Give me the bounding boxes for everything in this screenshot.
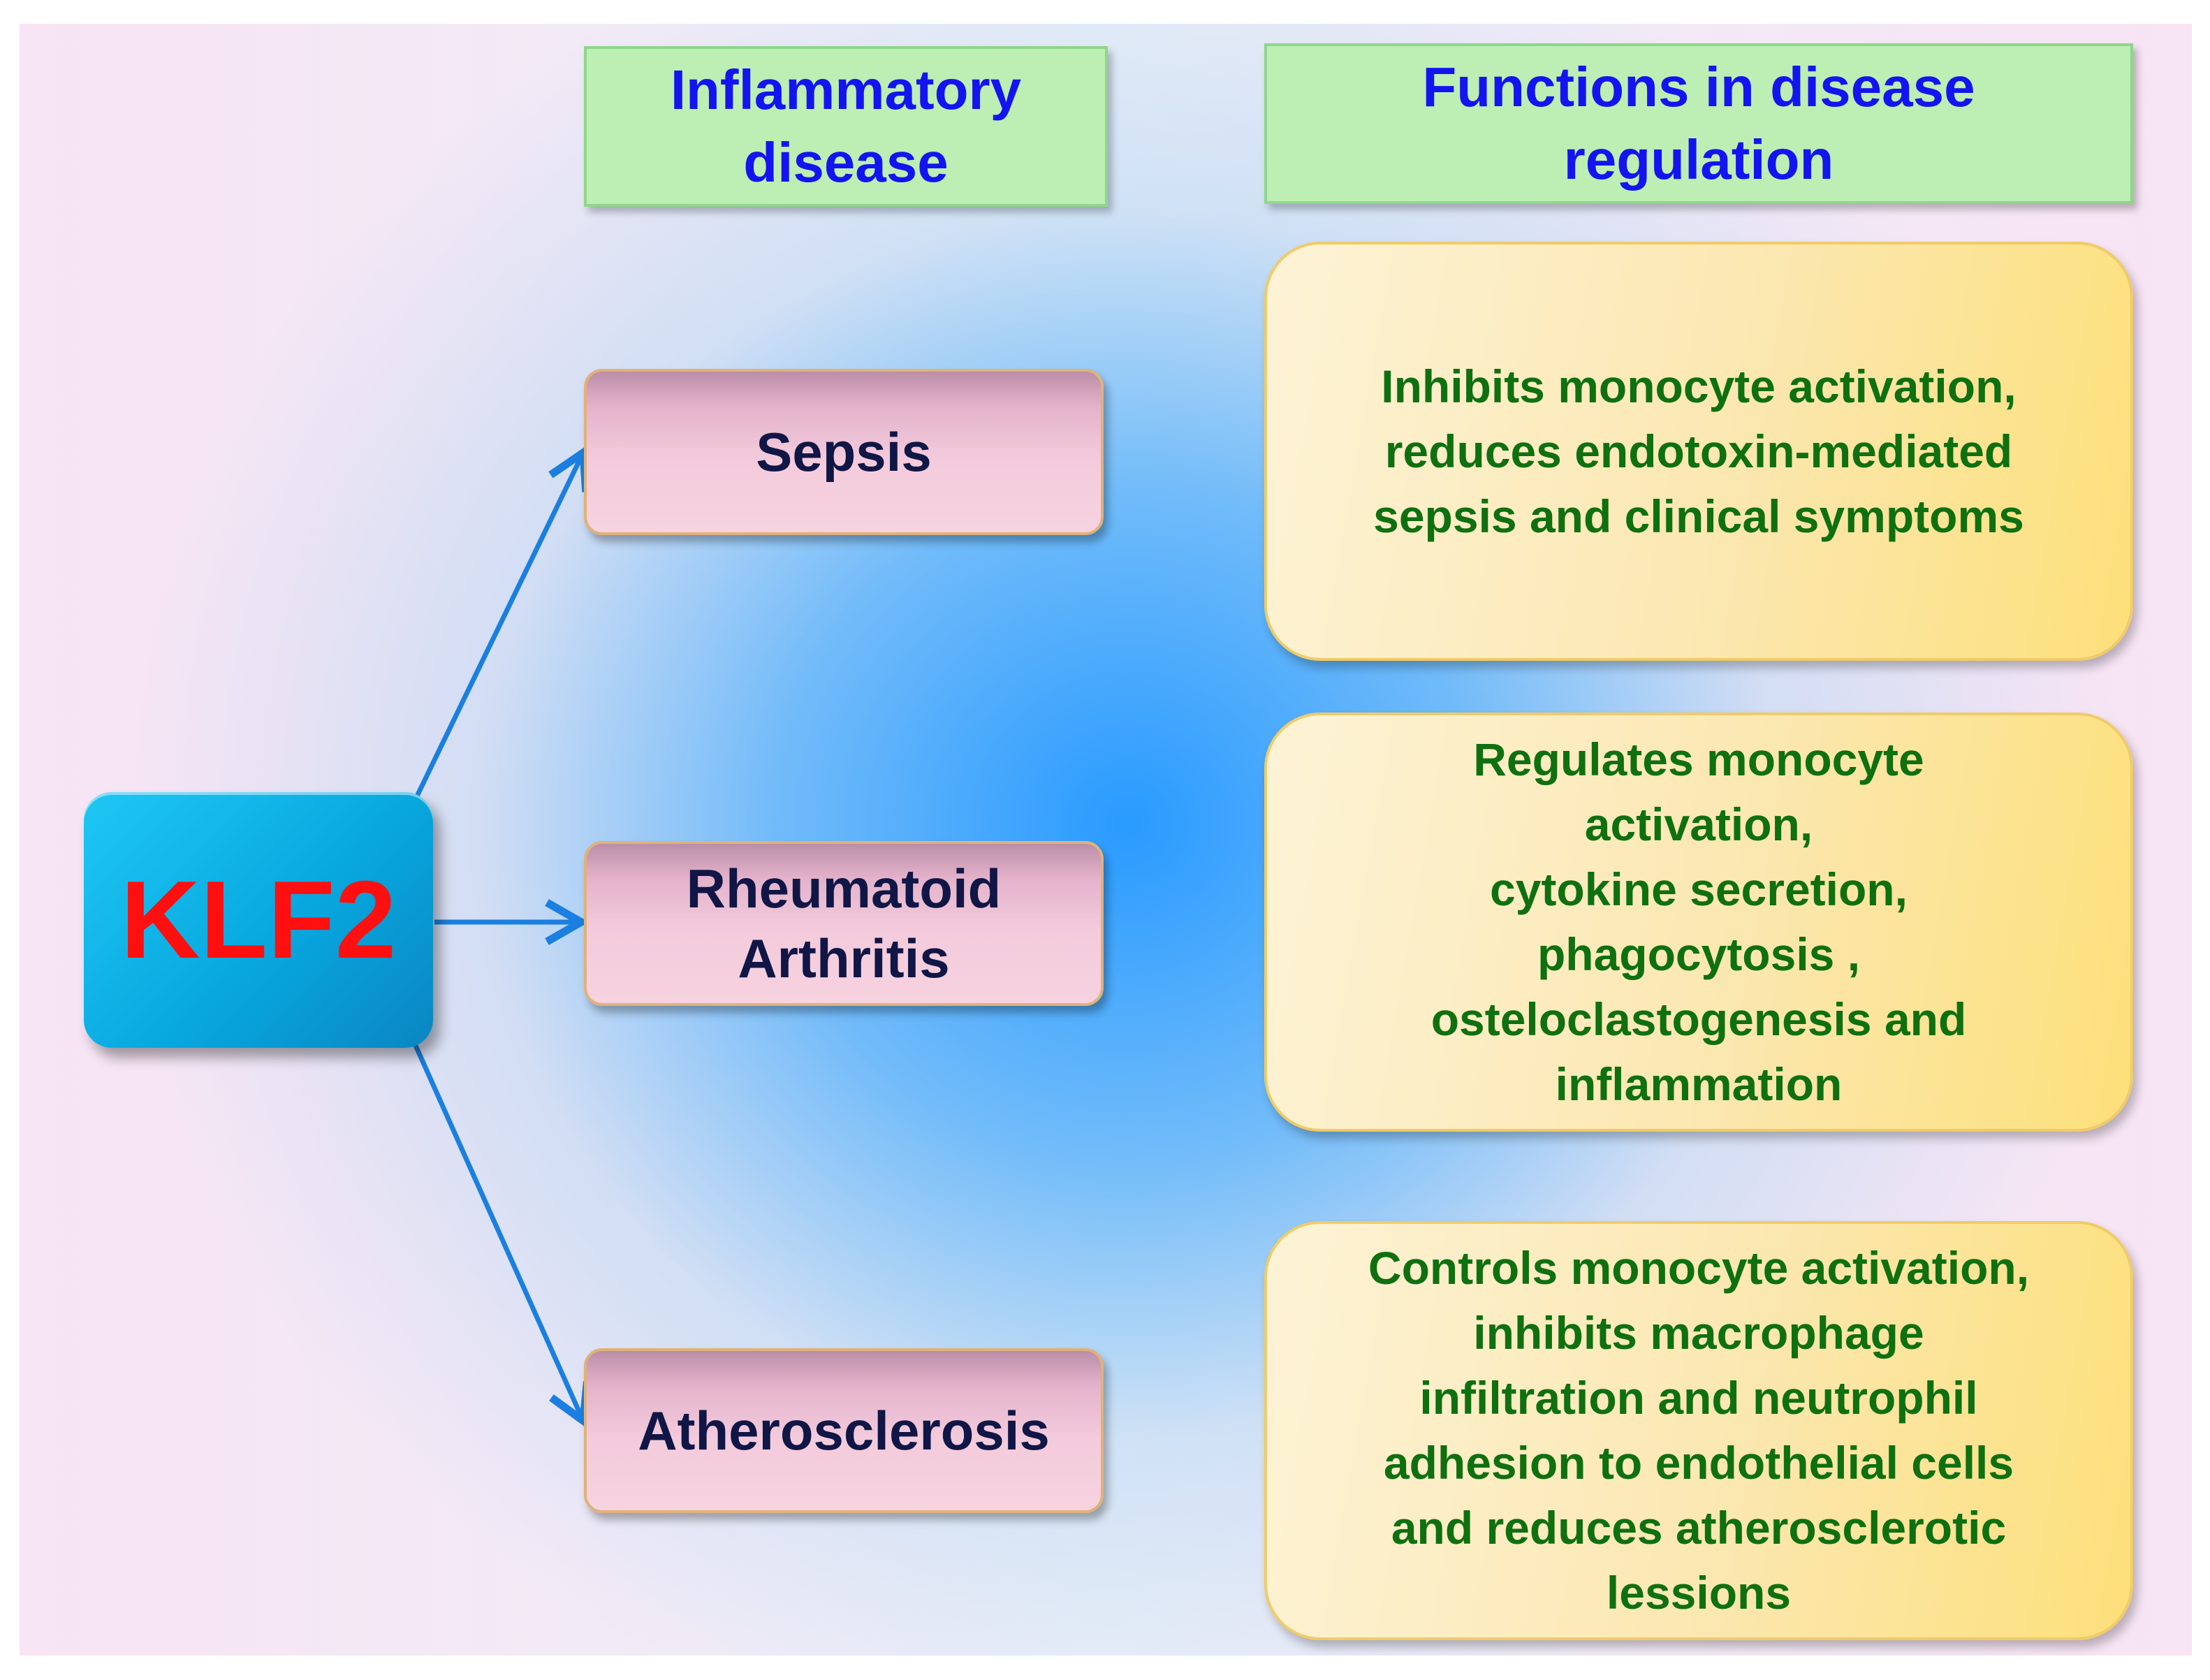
function-sepsis-line-3: sepsis and clinical symptoms xyxy=(1373,490,2024,542)
arrow-to-atherosclerosis xyxy=(411,1039,592,1429)
function-sepsis-line-2: reduces endotoxin-mediated xyxy=(1384,425,2013,477)
disease-ra-line-1: Rheumatoid xyxy=(686,858,1002,919)
disease-box-atherosclerosis: Atherosclerosis xyxy=(584,1348,1104,1513)
function-athero-line-1: Controls monocyte activation, xyxy=(1368,1242,2030,1294)
disease-box-sepsis: Sepsis xyxy=(584,369,1104,535)
function-box-sepsis: Inhibits monocyte activation, reduces en… xyxy=(1264,242,2133,661)
header-disease-line-2: disease xyxy=(743,131,949,193)
klf2-label: KLF2 xyxy=(120,858,397,981)
function-athero-line-2: inhibits macrophage xyxy=(1473,1307,1924,1359)
function-box-rheumatoid-arthritis: Regulates monocyte activation, cytokine … xyxy=(1264,713,2133,1132)
function-athero-line-6: lessions xyxy=(1606,1567,1792,1619)
disease-sepsis-label: Sepsis xyxy=(756,421,932,483)
function-ra-line-5: osteloclastogenesis and xyxy=(1430,993,1967,1045)
header-functions-line-2: regulation xyxy=(1563,129,1834,191)
disease-ra-line-2: Arthritis xyxy=(738,928,950,989)
header-inflammatory-disease: Inflammatory disease xyxy=(584,46,1108,207)
function-sepsis-line-1: Inhibits monocyte activation, xyxy=(1381,360,2017,412)
disease-box-rheumatoid-arthritis: Rheumatoid Arthritis xyxy=(584,841,1104,1006)
function-ra-line-4: phagocytosis , xyxy=(1537,928,1861,980)
function-ra-line-1: Regulates monocyte xyxy=(1473,733,1924,785)
header-functions-in-disease-regulation: Functions in disease regulation xyxy=(1264,43,2133,204)
function-athero-line-4: adhesion to endothelial cells xyxy=(1383,1437,2014,1489)
function-athero-line-3: infiltration and neutrophil xyxy=(1419,1372,1978,1424)
function-ra-line-6: inflammation xyxy=(1555,1058,1843,1110)
header-disease-line-1: Inflammatory xyxy=(670,59,1022,121)
function-ra-line-3: cytokine secretion, xyxy=(1490,863,1908,915)
function-athero-line-5: and reduces atherosclerotic xyxy=(1391,1502,2007,1554)
arrow-to-sepsis xyxy=(411,445,590,805)
disease-atherosclerosis-label: Atherosclerosis xyxy=(638,1400,1050,1461)
function-ra-line-2: activation, xyxy=(1584,798,1813,850)
klf2-node: KLF2 xyxy=(84,792,433,1048)
function-box-atherosclerosis: Controls monocyte activation, inhibits m… xyxy=(1264,1221,2133,1640)
header-functions-line-1: Functions in disease xyxy=(1422,56,1975,118)
